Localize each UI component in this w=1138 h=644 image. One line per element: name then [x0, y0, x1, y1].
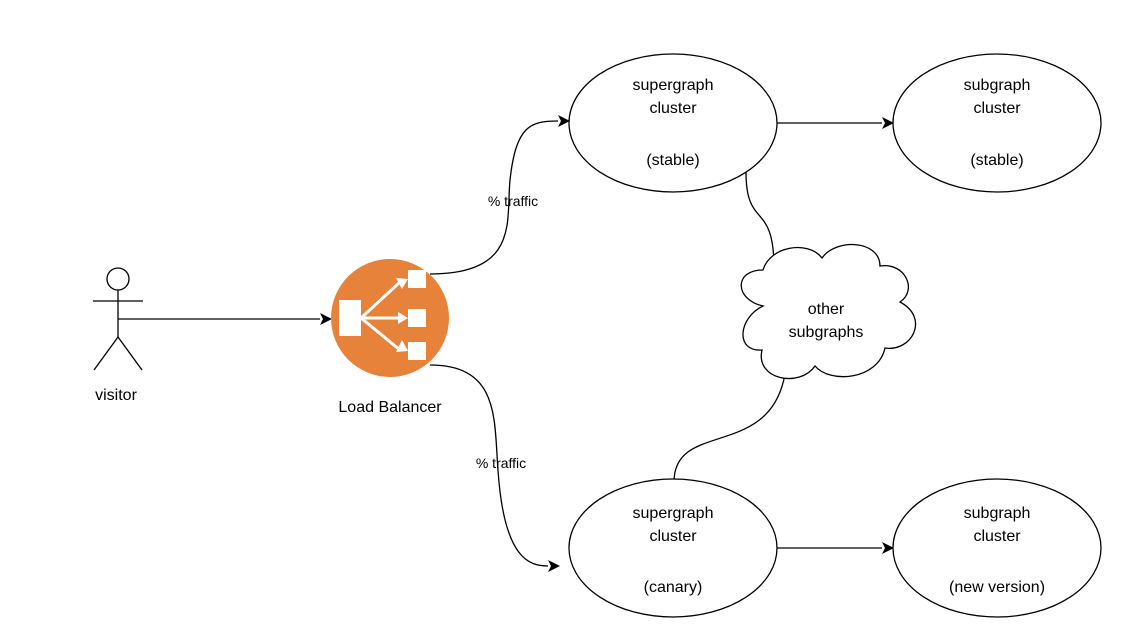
actor-icon	[93, 267, 143, 371]
visitor-actor: visitor	[93, 267, 143, 404]
edge-label-traffic-stable: % traffic	[488, 193, 538, 209]
load-balancer-icon	[331, 259, 449, 377]
subgraph-cluster-stable: subgraph cluster (stable)	[892, 53, 1102, 193]
edge-supergraph-canary-to-subgraph-new	[777, 542, 894, 554]
node-label-line2: cluster	[973, 528, 1021, 545]
node-label-line1: supergraph	[633, 77, 714, 94]
edge-load-balancer-to-supergraph-stable	[429, 115, 570, 275]
edge-label-traffic-canary: % traffic	[476, 455, 526, 471]
load-balancer-label: Load Balancer	[338, 399, 442, 416]
visitor-label: visitor	[95, 387, 137, 404]
load-balancer-node: Load Balancer	[331, 259, 449, 416]
edge-visitor-to-load-balancer	[118, 313, 332, 325]
node-label-line1: other	[808, 301, 845, 318]
node-label-line1: supergraph	[633, 505, 714, 522]
node-label-line2: cluster	[973, 100, 1021, 117]
node-label-line2: subgraphs	[789, 324, 864, 341]
subgraph-cluster-new-version: subgraph cluster (new version)	[892, 478, 1102, 618]
node-label-line3: (stable)	[970, 152, 1023, 169]
supergraph-cluster-stable: supergraph cluster (stable)	[568, 53, 778, 193]
node-label-line2: cluster	[649, 528, 697, 545]
node-label-line3: (new version)	[949, 579, 1045, 596]
edge-load-balancer-to-supergraph-canary	[429, 364, 560, 572]
edge-supergraph-stable-to-subgraph-stable	[777, 117, 894, 129]
node-label-line2: cluster	[649, 100, 697, 117]
other-subgraphs-cloud: other subgraphs	[740, 244, 917, 380]
supergraph-cluster-canary: supergraph cluster (canary)	[568, 478, 778, 618]
node-label-line3: (canary)	[644, 579, 703, 596]
node-label-line1: subgraph	[964, 505, 1031, 522]
node-label-line3: (stable)	[646, 152, 699, 169]
node-label-line1: subgraph	[964, 77, 1031, 94]
edge-supergraph-canary-to-other-subgraphs	[673, 362, 791, 483]
